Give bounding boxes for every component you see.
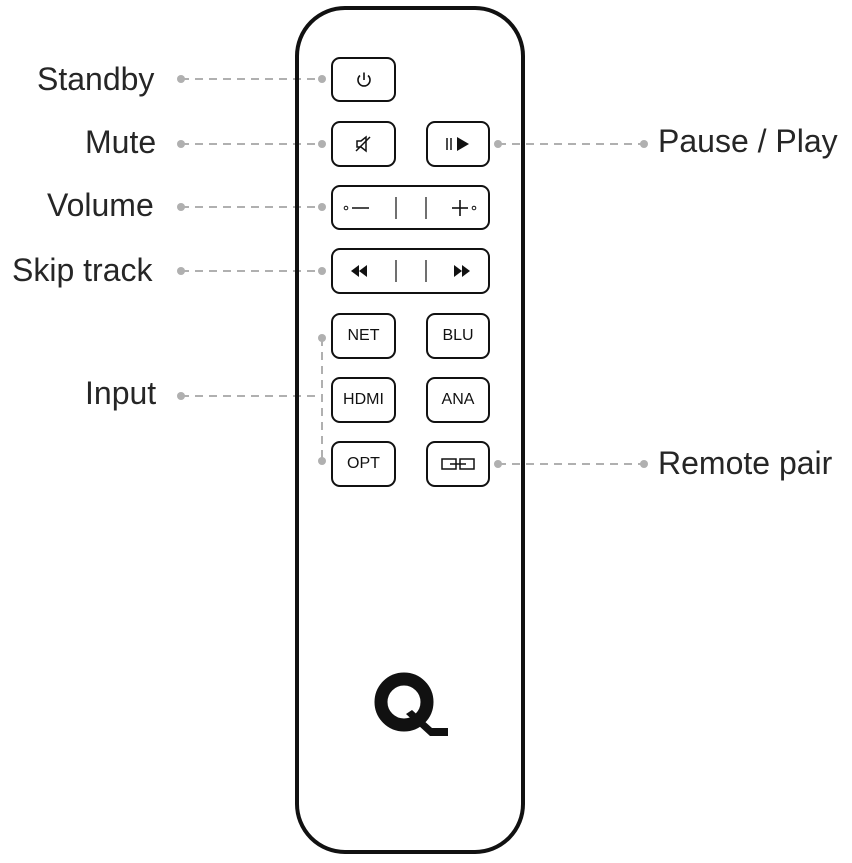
mute-icon xyxy=(354,135,371,153)
label-skip-track: Skip track xyxy=(12,252,153,288)
label-input: Input xyxy=(85,375,157,411)
mute-button[interactable] xyxy=(331,121,396,167)
rocker-divider-icon xyxy=(394,196,427,219)
remote-control-body xyxy=(295,6,525,854)
skip-track-rocker[interactable] xyxy=(331,248,490,294)
hdmi-button[interactable]: HDMI xyxy=(331,377,396,423)
label-pause-play: Pause / Play xyxy=(658,123,838,159)
power-icon xyxy=(356,72,371,87)
ana-button[interactable]: ANA xyxy=(426,377,490,423)
fast-forward-icon xyxy=(454,265,470,277)
label-volume: Volume xyxy=(47,187,154,223)
plus-icon xyxy=(452,199,477,216)
label-mute: Mute xyxy=(85,124,157,160)
pause-play-button[interactable] xyxy=(426,121,490,167)
q-logo-icon xyxy=(374,672,448,736)
blu-button[interactable]: BLU xyxy=(426,313,490,359)
volume-rocker[interactable] xyxy=(331,185,490,230)
net-button[interactable]: NET xyxy=(331,313,396,359)
rewind-icon xyxy=(351,265,367,277)
link-icon xyxy=(441,458,475,470)
pause-play-icon xyxy=(446,137,469,151)
opt-button[interactable]: OPT xyxy=(331,441,396,487)
label-remote-pair: Remote pair xyxy=(658,445,833,481)
minus-icon xyxy=(343,205,369,210)
skip-divider-icon xyxy=(394,260,427,282)
remote-pair-button[interactable] xyxy=(426,441,490,487)
standby-button[interactable] xyxy=(331,57,396,102)
label-standby: Standby xyxy=(37,61,155,97)
